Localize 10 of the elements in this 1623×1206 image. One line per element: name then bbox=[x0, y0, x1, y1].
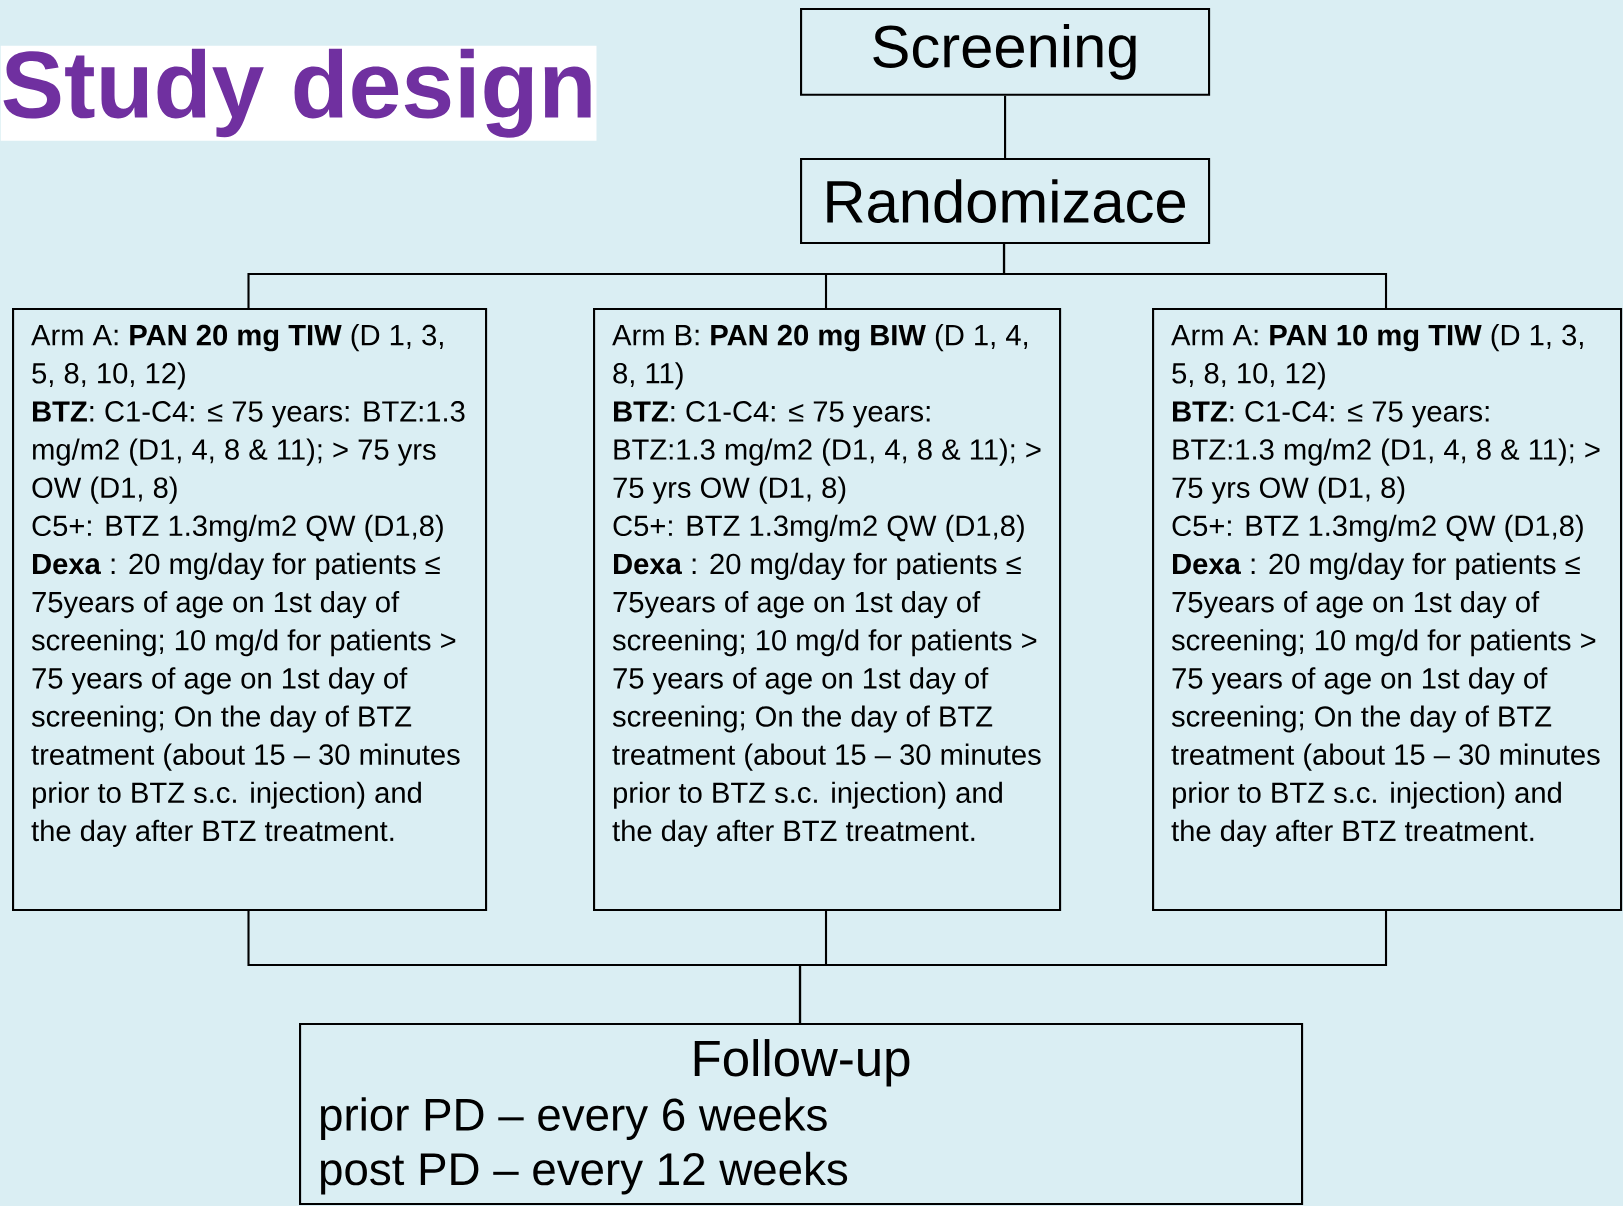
process-box: Screening bbox=[800, 8, 1211, 96]
follow-up-box: Follow-up prior PD – every 6 weeks post PD – every 12 weeks bbox=[299, 1023, 1304, 1206]
process-box: Randomizace bbox=[800, 158, 1211, 245]
title-banner: Study design bbox=[0, 45, 597, 141]
connector-line bbox=[1002, 244, 1388, 308]
connector-line bbox=[798, 911, 1388, 1023]
connector-line bbox=[1004, 95, 1007, 158]
arm-box: Arm A: PAN 10 mg TIW (D 1, 3, 5, 8, 10, 12) BTZ: C1-C4: ≤ 75 years: BTZ:1.3 mg/m2 (D1, 4, 8 & 11); > 75 yrs OW (D1, 8) C5+: BTZ 1.3mg/m2 QW (D1,8) Dexa : 20 mg/day for patients ≤ 75years of age on 1st day of screening; 10 mg/d for patients > 75 years of age on 1st day of screening; On the day of BTZ treatment (about 15 – 30 minutes prior to BTZ s.c. injection) and the day after BTZ treatment. bbox=[1152, 308, 1623, 912]
arm-box: Arm A: PAN 20 mg TIW (D 1, 3, 5, 8, 10, 12) BTZ: C1-C4: ≤ 75 years: BTZ:1.3 mg/m2 (D1, 4, 8 & 11); > 75 yrs OW (D1, 8) C5+: BTZ 1.3mg/m2 QW (D1,8) Dexa : 20 mg/day for patients ≤ 75years of age on 1st day of screening; 10 mg/d for patients > 75 years of age on 1st day of screening; On the day of BTZ treatment (about 15 – 30 minutes prior to BTZ s.c. injection) and the day after BTZ treatment. bbox=[12, 308, 488, 912]
arm-box: Arm B: PAN 20 mg BIW (D 1, 4, 8, 11) BTZ: C1-C4: ≤ 75 years: BTZ:1.3 mg/m2 (D1, 4, 8 & 11); > 75 yrs OW (D1, 8) C5+: BTZ 1.3mg/m2 QW (D1,8) Dexa : 20 mg/day for patients ≤ 75years of age on 1st day of screening; 10 mg/d for patients > 75 years of age on 1st day of screening; On the day of BTZ treatment (about 15 – 30 minutes prior to BTZ s.c. injection) and the day after BTZ treatment. bbox=[593, 308, 1062, 912]
